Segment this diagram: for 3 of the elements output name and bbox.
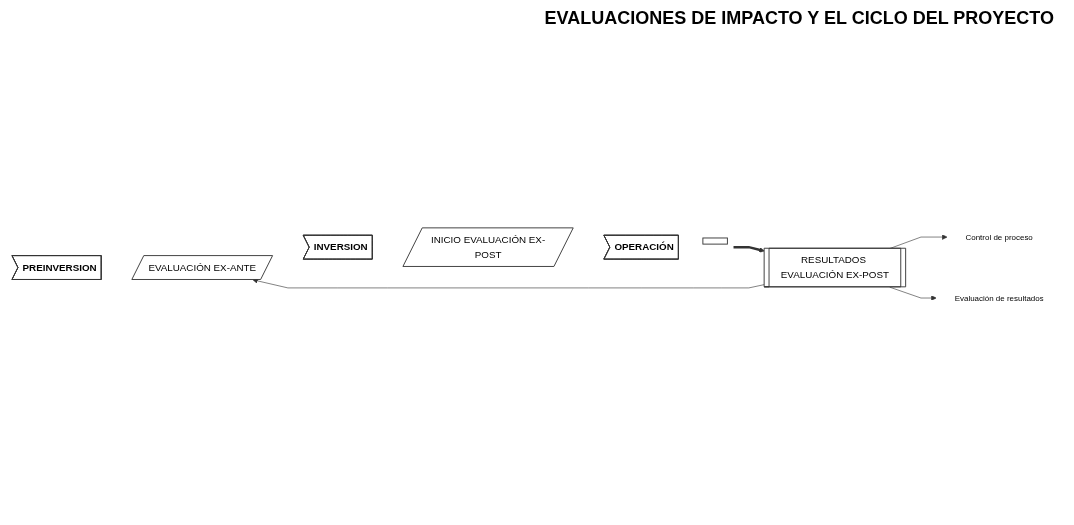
arrow (733, 246, 765, 253)
node-bar (702, 237, 728, 245)
diagram-title: EVALUACIONES DE IMPACTO Y EL CICLO DEL PROYECTO (543, 7, 1055, 30)
